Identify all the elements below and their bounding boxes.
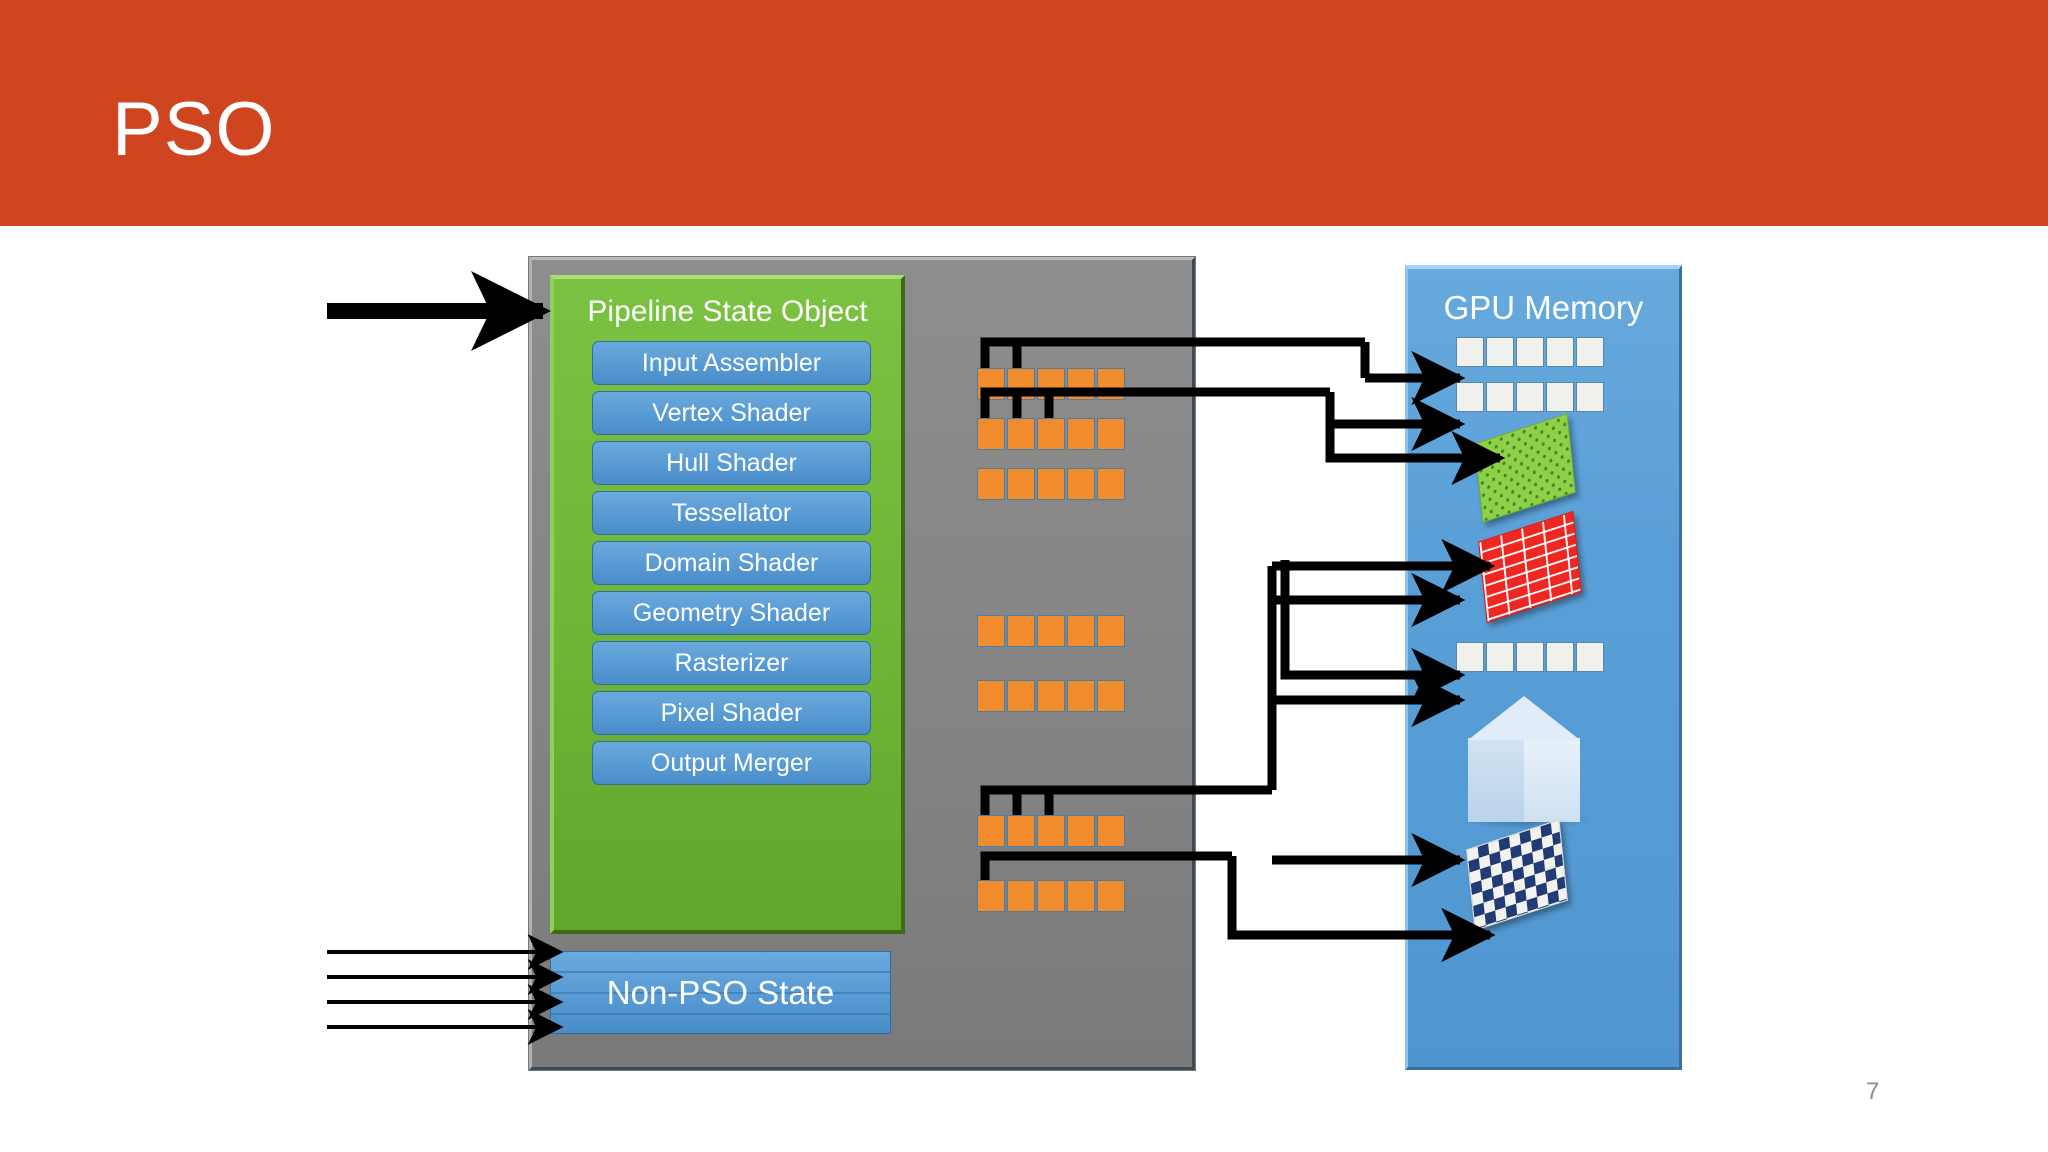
resource-cell[interactable] [1067,815,1095,847]
resource-row-3[interactable] [977,468,1125,500]
resource-cell[interactable] [1037,368,1065,400]
memory-cell [1546,382,1574,412]
cube-top-face [1468,696,1580,740]
pipeline-stage-vertex-shader[interactable]: Vertex Shader [592,391,871,435]
resource-row-7[interactable] [977,880,1125,912]
resource-cell[interactable] [1007,368,1035,400]
resource-cell[interactable] [1007,680,1035,712]
resource-cell[interactable] [1097,615,1125,647]
memory-cell [1516,642,1544,672]
resource-cell[interactable] [1067,418,1095,450]
resource-cell[interactable] [1097,418,1125,450]
pso-title: Pipeline State Object [587,295,868,328]
non-pso-divider [551,971,890,973]
buffer-row-3 [1456,642,1604,672]
memory-cell [1486,642,1514,672]
pipeline-stage-geometry-shader[interactable]: Geometry Shader [592,591,871,635]
resource-cell[interactable] [1067,615,1095,647]
cube-right-face [1524,738,1580,822]
memory-cell [1456,382,1484,412]
resource-cell[interactable] [1067,880,1095,912]
non-pso-input-arrows [327,934,564,1045]
resource-cell[interactable] [1097,880,1125,912]
resource-row-1[interactable] [977,368,1125,400]
resource-cell[interactable] [1037,418,1065,450]
resource-cell[interactable] [1037,880,1065,912]
page-title: PSO [112,87,276,172]
memory-cell [1516,337,1544,367]
resource-cell[interactable] [1097,468,1125,500]
resource-cell[interactable] [1037,468,1065,500]
resource-cell[interactable] [1007,815,1035,847]
pipeline-stage-domain-shader[interactable]: Domain Shader [592,541,871,585]
memory-cell [1576,642,1604,672]
buffer-row-1 [1456,337,1604,367]
pipeline-stage-pixel-shader[interactable]: Pixel Shader [592,691,871,735]
pipeline-stage-input-assembler[interactable]: Input Assembler [592,341,871,385]
memory-cell [1486,337,1514,367]
resource-cell[interactable] [1037,680,1065,712]
cube-mesh-icon [1456,696,1606,846]
resource-cell[interactable] [1007,468,1035,500]
pipeline-stage-tessellator[interactable]: Tessellator [592,491,871,535]
resource-cell[interactable] [1097,368,1125,400]
memory-cell [1576,337,1604,367]
buffer-row-2 [1456,382,1604,412]
pipeline-stage-hull-shader[interactable]: Hull Shader [592,441,871,485]
memory-cell [1456,337,1484,367]
resource-cell[interactable] [977,418,1005,450]
resource-cell[interactable] [1037,615,1065,647]
resource-cell[interactable] [977,368,1005,400]
resource-row-2[interactable] [977,418,1125,450]
resource-cell[interactable] [1067,368,1095,400]
pipeline-stage-rasterizer[interactable]: Rasterizer [592,641,871,685]
resource-row-5[interactable] [977,680,1125,712]
non-pso-state-label: Non-PSO State [606,973,835,1011]
memory-cell [1576,382,1604,412]
slide-header-band [0,0,2048,226]
brick-texture-icon [1478,510,1582,624]
resource-cell[interactable] [1007,418,1035,450]
resource-cell[interactable] [977,468,1005,500]
memory-cell [1516,382,1544,412]
resource-row-4[interactable] [977,615,1125,647]
gpu-memory-title: GPU Memory [1443,289,1644,326]
resource-cell[interactable] [1067,680,1095,712]
memory-cell [1546,337,1574,367]
resource-cell[interactable] [977,815,1005,847]
resource-cell[interactable] [977,880,1005,912]
memory-cell [1486,382,1514,412]
resource-cell[interactable] [977,615,1005,647]
resource-cell[interactable] [1097,680,1125,712]
pipeline-stage-output-merger[interactable]: Output Merger [592,741,871,785]
cube-left-face [1468,738,1524,822]
non-pso-divider [551,992,890,994]
memory-cell [1546,642,1574,672]
resource-cell[interactable] [977,680,1005,712]
page-number: 7 [1866,1078,1880,1105]
resource-cell[interactable] [1037,815,1065,847]
resource-row-6[interactable] [977,815,1125,847]
resource-cell[interactable] [1097,815,1125,847]
resource-cell[interactable] [1007,615,1035,647]
resource-cell[interactable] [1007,880,1035,912]
non-pso-divider [551,1013,890,1015]
memory-cell [1456,642,1484,672]
green-texture-icon [1474,413,1576,523]
non-pso-state-box[interactable]: Non-PSO State [550,951,891,1034]
gpu-memory-panel: GPU Memory [1405,265,1682,1070]
resource-cell[interactable] [1067,468,1095,500]
